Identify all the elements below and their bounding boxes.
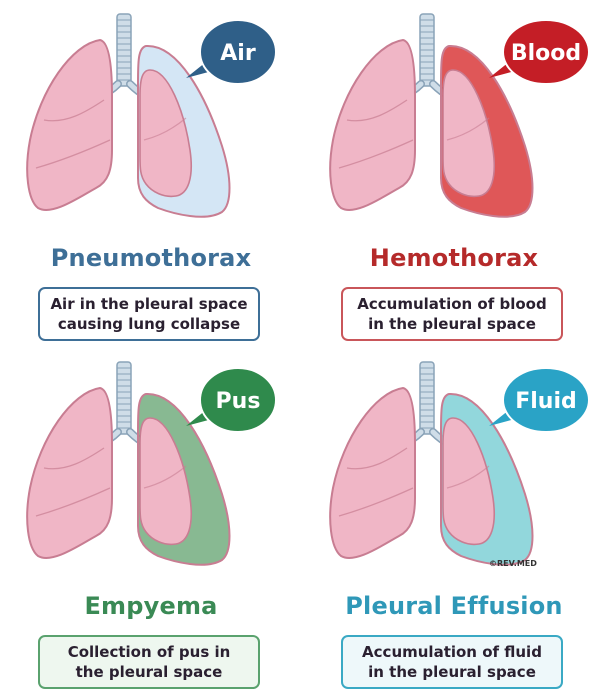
lung-diagram-empyema: Pus <box>0 348 302 578</box>
panel-title: Hemothorax <box>303 244 605 272</box>
speech-bubble-label: Pus <box>216 389 261 414</box>
caption-line-2: causing lung collapse <box>50 314 247 334</box>
caption-line-2: in the pleural space <box>357 314 546 334</box>
caption-line-1: Collection of pus in <box>68 642 231 662</box>
lung-diagram-pleural-effusion: Fluid <box>303 348 605 578</box>
speech-bubble-label: Fluid <box>515 389 577 414</box>
speech-bubble-label: Air <box>220 41 256 66</box>
caption-box: Air in the pleural space causing lung co… <box>38 287 260 341</box>
panel-title: Empyema <box>0 592 302 620</box>
caption-line-2: in the pleural space <box>362 662 542 682</box>
panel-empyema: Pus Empyema Collection of pus in the ple… <box>0 348 302 695</box>
caption-line-1: Accumulation of blood <box>357 294 546 314</box>
panel-pneumothorax: Air Pneumothorax Air in the pleural spac… <box>0 0 302 347</box>
watermark: ©REV.MED <box>489 559 537 568</box>
right-lung <box>330 388 415 558</box>
panel-title: Pneumothorax <box>0 244 302 272</box>
speech-bubble-label: Blood <box>511 41 581 66</box>
right-lung <box>27 40 112 210</box>
panel-hemothorax: Blood Hemothorax Accumulation of blood i… <box>303 0 605 347</box>
caption-box: Collection of pus in the pleural space <box>38 635 260 689</box>
caption-box: Accumulation of fluid in the pleural spa… <box>341 635 563 689</box>
right-lung <box>27 388 112 558</box>
caption-line-1: Air in the pleural space <box>50 294 247 314</box>
lung-diagram-hemothorax: Blood <box>303 0 605 230</box>
caption-box: Accumulation of blood in the pleural spa… <box>341 287 563 341</box>
caption-line-1: Accumulation of fluid <box>362 642 542 662</box>
right-lung <box>330 40 415 210</box>
caption-line-2: the pleural space <box>68 662 231 682</box>
panel-pleural-effusion: Fluid Pleural Effusion Accumulation of f… <box>303 348 605 695</box>
lung-diagram-pneumothorax: Air <box>0 0 302 230</box>
panel-title: Pleural Effusion <box>303 592 605 620</box>
